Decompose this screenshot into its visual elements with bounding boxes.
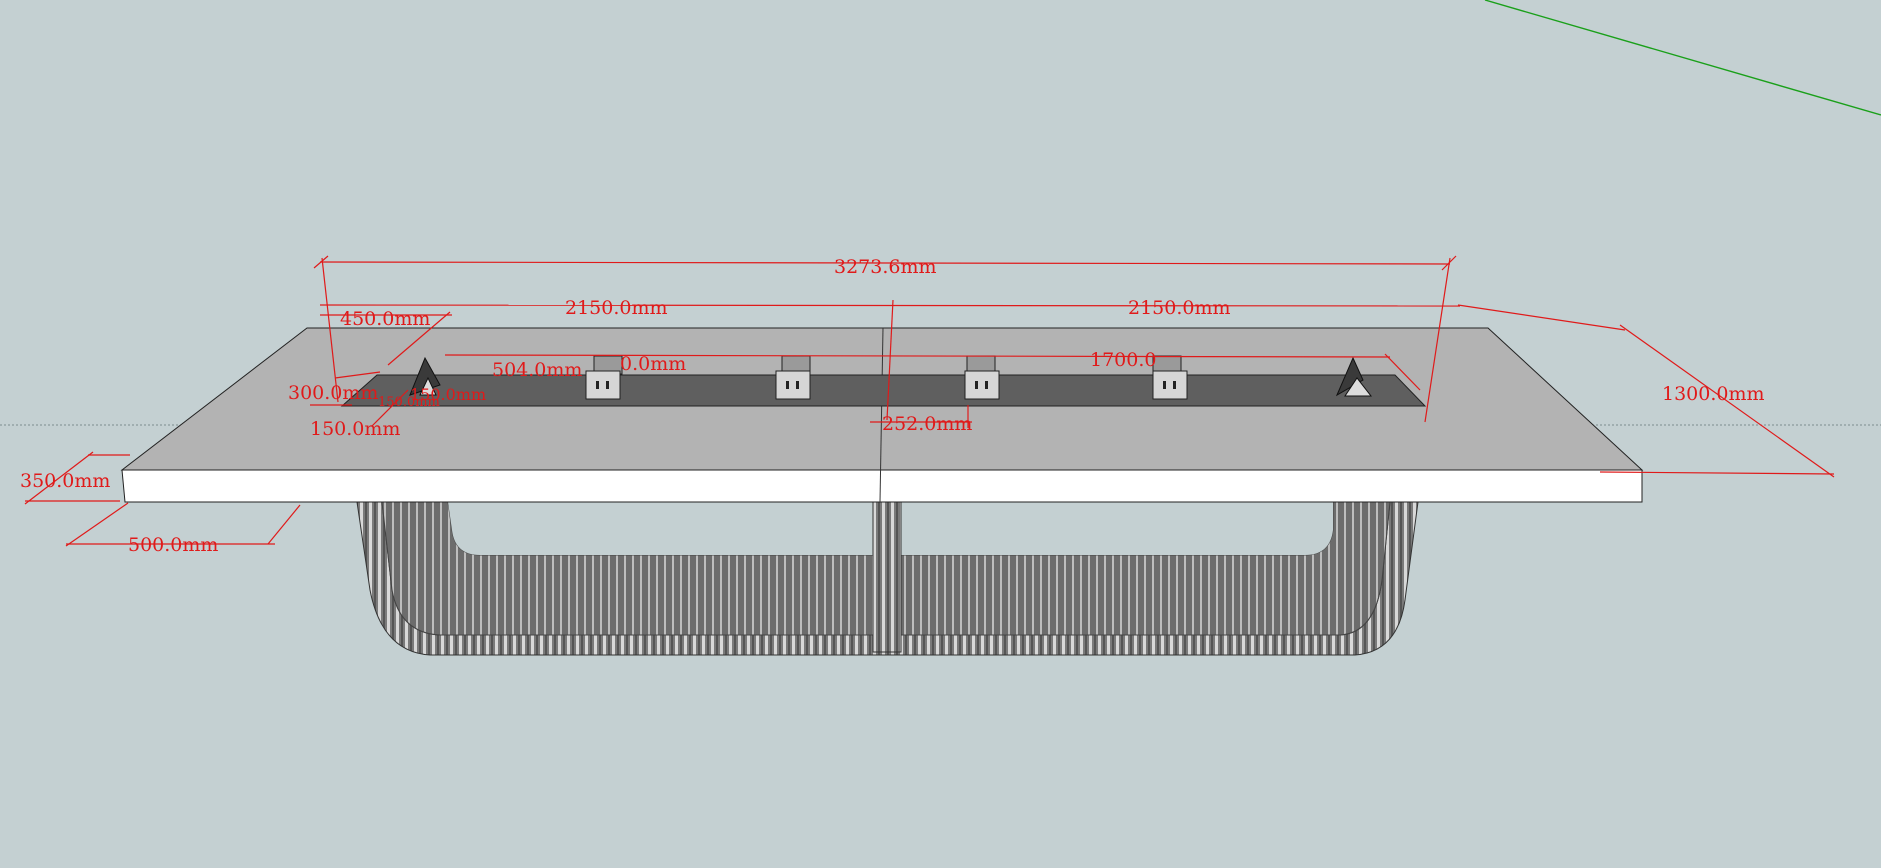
dim-socket-span-right: 1700.0 xyxy=(1090,349,1156,371)
dim-thickness: 350.0mm xyxy=(20,470,110,492)
dim-small-b: 150.0mm xyxy=(378,395,440,410)
dim-leg-inset: 500.0mm xyxy=(128,534,218,556)
dim-outlet-spacing: 504.0mm xyxy=(492,359,582,381)
table-base xyxy=(356,501,1419,656)
dim-right-half: 2150.0mm xyxy=(1128,297,1231,319)
outlet-2 xyxy=(775,355,811,400)
dim-socket-span: 0.0mm xyxy=(620,353,686,375)
outlet-1 xyxy=(585,355,623,400)
outlet-4 xyxy=(1152,355,1188,400)
dim-channel-width: 300.0mm xyxy=(288,382,378,404)
dim-small-c: 150.0mm xyxy=(310,418,400,440)
dim-left-offset: 450.0mm xyxy=(340,308,430,330)
dim-depth: 1300.0mm xyxy=(1662,383,1765,405)
dimension-lines xyxy=(24,255,1835,547)
end-cap-left xyxy=(409,356,441,396)
dim-small-a: 150.0mm xyxy=(410,385,486,404)
dim-center-offset: 252.0mm xyxy=(882,413,972,435)
dimension-labels: 3273.6mm 2150.0mm 2150.0mm 1300.0mm 450.… xyxy=(20,256,1765,556)
green-axis-line xyxy=(1484,0,1881,116)
power-outlets xyxy=(409,355,1373,400)
dim-left-half: 2150.0mm xyxy=(565,297,668,319)
outlet-3 xyxy=(964,355,1000,400)
dim-total-length: 3273.6mm xyxy=(834,256,937,278)
end-cap-right xyxy=(1335,356,1373,397)
